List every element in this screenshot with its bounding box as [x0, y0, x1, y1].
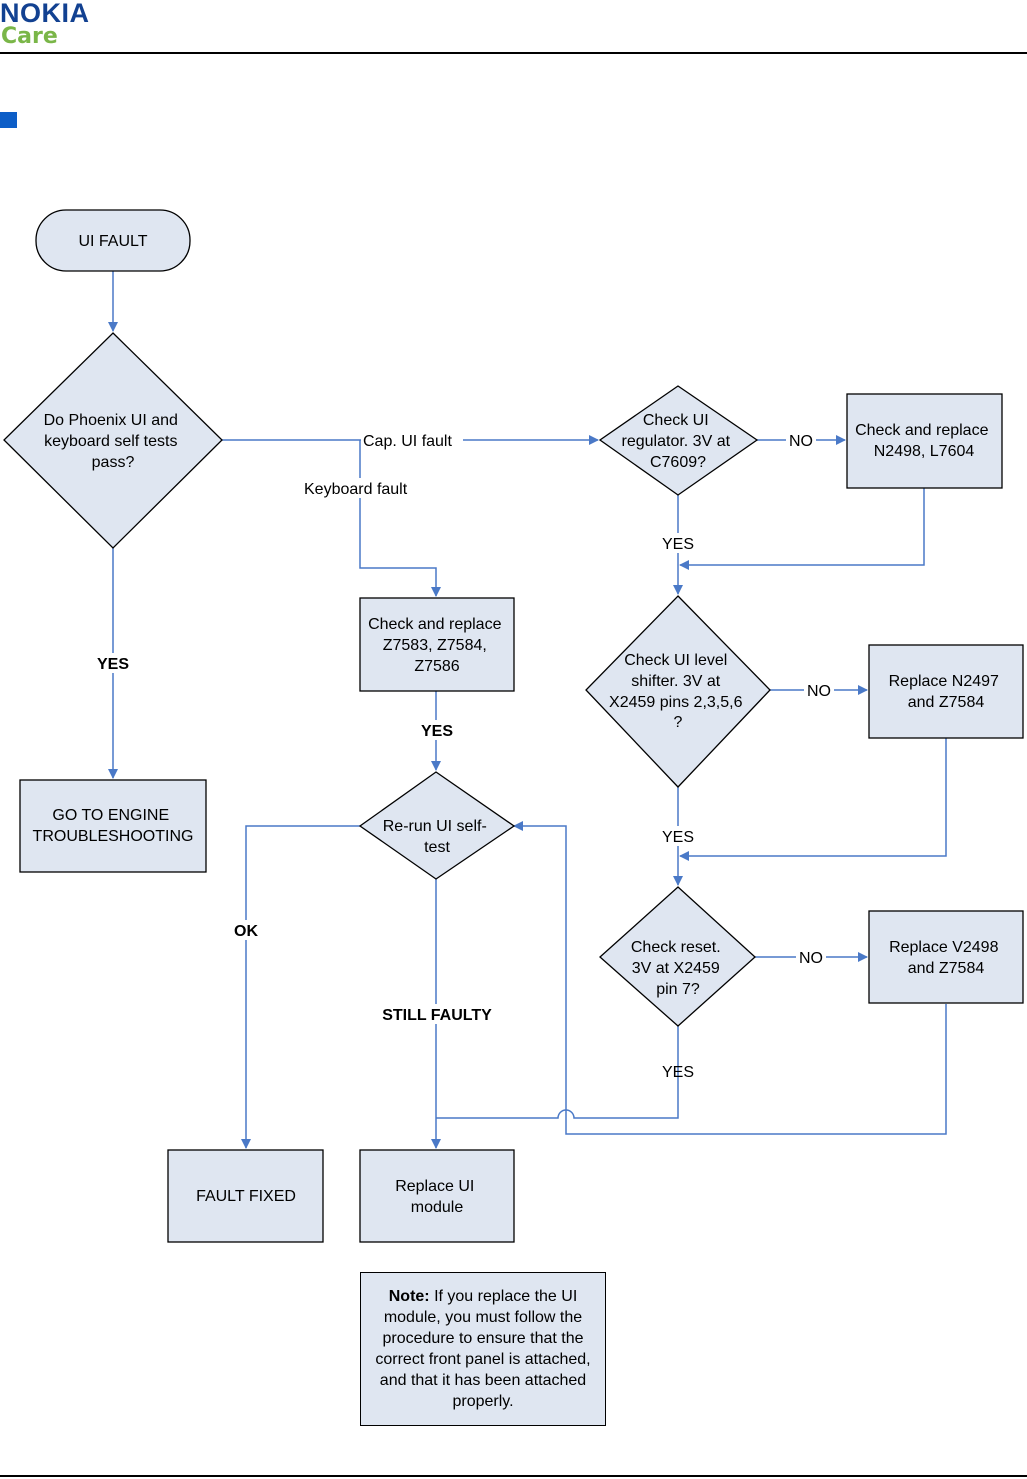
- node-label-replace-v2498: Replace V2498 and Z7584: [889, 939, 1003, 977]
- edge-label-keyboard-fault: Keyboard fault: [304, 481, 408, 498]
- edge-label-still-faulty: STILL FAULTY: [382, 1007, 492, 1024]
- node-replace-module: [359, 1149, 515, 1243]
- node-label-rerun: Re-run UI self- test: [383, 818, 491, 856]
- node-level-shifter: [585, 595, 771, 788]
- note-body: If you replace the UI module, you must f…: [375, 1288, 591, 1410]
- node-label-check-reset: Check reset. 3V at X2459 pin 7?: [631, 939, 725, 998]
- node-engine: [19, 779, 207, 873]
- footer-divider: [0, 1475, 1027, 1477]
- edge-label-cap-ui-fault: Cap. UI fault: [363, 433, 452, 450]
- header-divider: [0, 52, 1027, 54]
- edge-n2497-return: [679, 738, 947, 861]
- edge-n2498-return: [679, 488, 925, 570]
- note-lead: Note:: [388, 1288, 430, 1305]
- edge-label-ok: OK: [234, 923, 258, 940]
- node-label-phoenix-test: Do Phoenix UI and keyboard self tests pa…: [44, 412, 183, 471]
- node-replace-z7583: [359, 597, 515, 692]
- section-bullet-icon: [0, 112, 17, 128]
- node-label-replace-n2497: Replace N2497 and Z7584: [889, 673, 1004, 711]
- node-replace-n2498: [846, 393, 1003, 489]
- edge-rerun-ok: [241, 825, 360, 1149]
- node-replace-v2498: [868, 910, 1024, 1004]
- connectors: [108, 271, 947, 1149]
- edge-label-shifter-yes: YES: [662, 829, 694, 846]
- node-label-replace-n2498: Check and replace N2498, L7604: [855, 422, 993, 460]
- edge-label-phoenix-yes: YES: [97, 656, 129, 673]
- node-check-reset: [599, 886, 756, 1027]
- node-label-ui-fault: UI FAULT: [78, 233, 147, 250]
- edge-label-regulator-yes: YES: [662, 536, 694, 553]
- node-label-fault-fixed: FAULT FIXED: [196, 1188, 296, 1205]
- care-logo: Care: [1, 24, 58, 49]
- note-box: Note: If you replace the UI module, you …: [360, 1272, 606, 1426]
- edge-label-reset-yes: YES: [662, 1064, 694, 1081]
- node-label-replace-z7583: Check and replace Z7583, Z7584, Z7586: [368, 616, 506, 675]
- node-label-engine: GO TO ENGINE TROUBLESHOOTING: [33, 807, 194, 845]
- node-ui-fault: [35, 209, 191, 272]
- node-label-level-shifter: Check UI level shifter. 3V at X2459 pins…: [609, 652, 747, 731]
- edge-v2498-return: [513, 821, 947, 1135]
- note-text: Note: If you replace the UI module, you …: [365, 1286, 601, 1412]
- node-label-replace-module: Replace UI module: [395, 1178, 479, 1216]
- node-phoenix-test: [3, 332, 223, 549]
- edge-reset-yes: [436, 1026, 679, 1119]
- edge-keyboard-fault: [359, 440, 441, 597]
- node-label-check-regulator: Check UI regulator. 3V at C7609?: [622, 412, 735, 471]
- node-check-regulator: [598, 385, 759, 496]
- edge-label-shifter-no: NO: [807, 683, 831, 700]
- node-replace-n2497: [868, 644, 1024, 739]
- node-fault-fixed: [167, 1149, 324, 1243]
- node-rerun: [358, 771, 516, 880]
- edge-label-regulator-no: NO: [789, 433, 813, 450]
- nokia-logo: NOKIA: [0, 0, 90, 28]
- edge-label-keyboard-yes: YES: [421, 723, 453, 740]
- edge-label-reset-no: NO: [799, 950, 823, 967]
